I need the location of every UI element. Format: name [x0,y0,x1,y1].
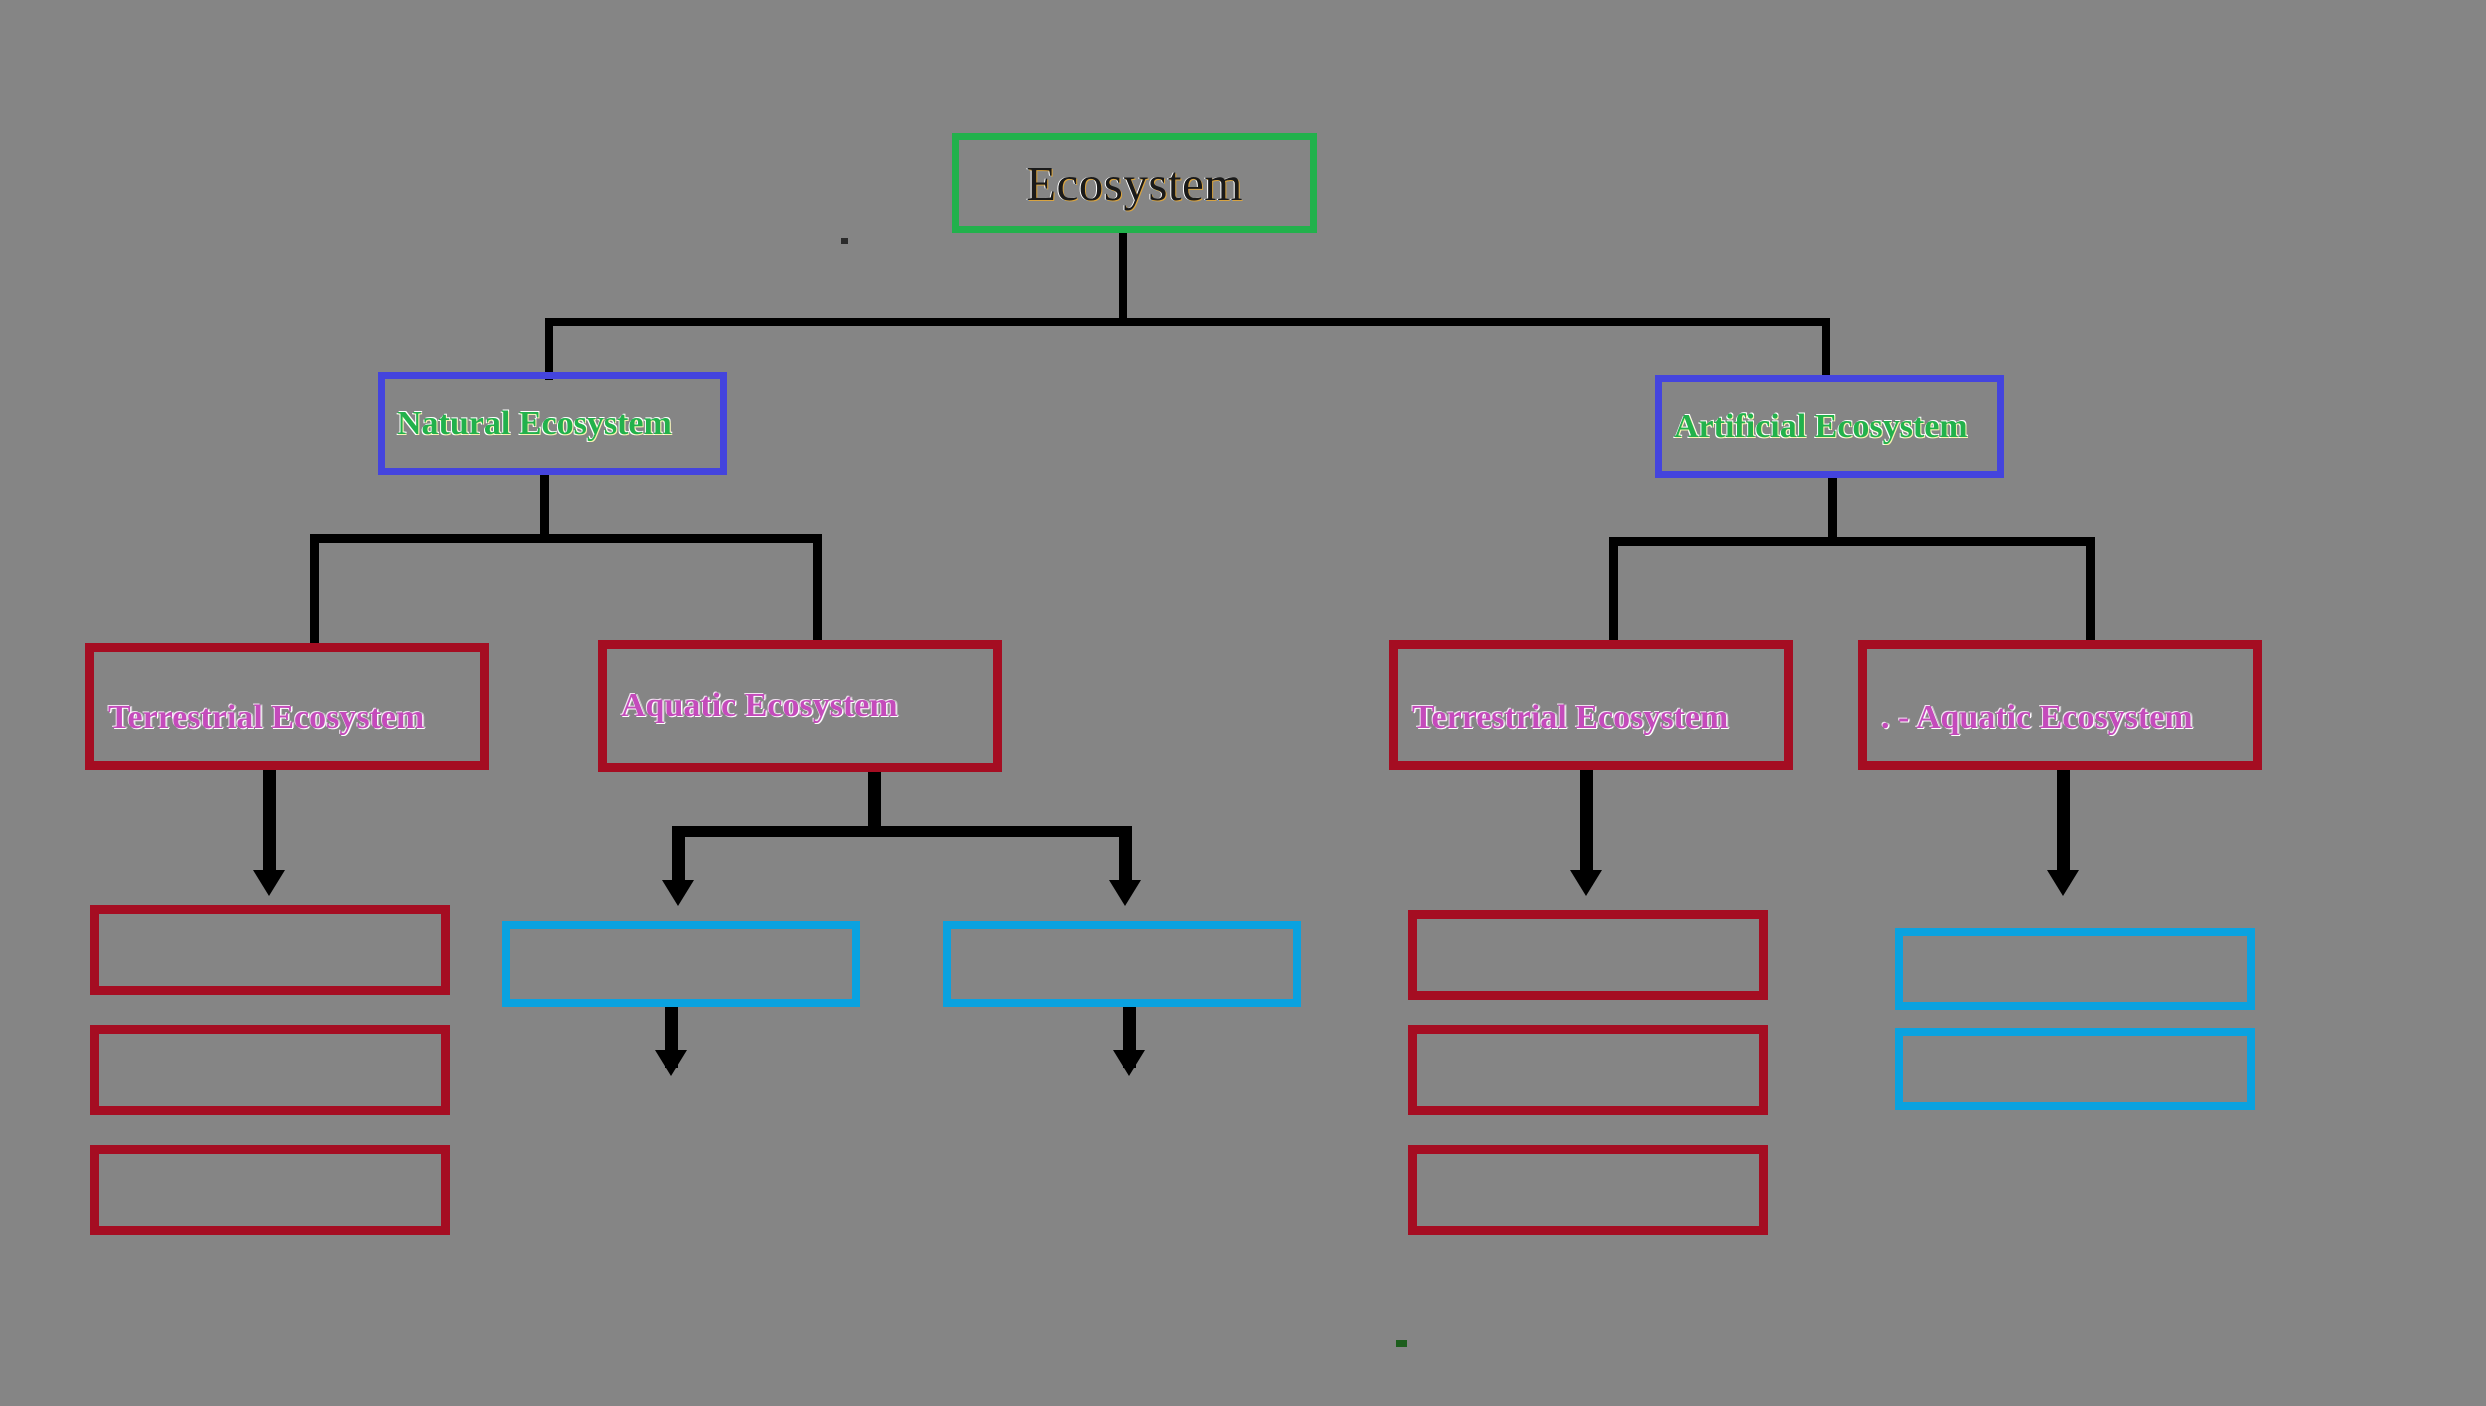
arrowhead-cyan-left-dangling [655,1050,687,1076]
connector-natural-to-aquatic [813,534,822,646]
node-artificial-aquatic-label: . - Aquatic Ecosystem [1881,699,2193,736]
connector-root-to-artificial [1822,318,1830,380]
node-natural-ecosystem[interactable]: Natural Ecosystem [378,372,727,475]
connector-artificial-to-aquatic [2086,537,2095,647]
node-natural-aquatic-label: Aquatic Ecosystem [621,687,898,724]
node-artificial-label: Artificial Ecosystem [1674,407,1968,445]
connector-artificial-to-terrestrial [1609,537,1618,647]
leaf-nat-aqua-2[interactable] [943,921,1301,1007]
node-natural-label: Natural Ecosystem [397,404,672,442]
connector-root-stem [1119,232,1127,322]
connector-artificial-stem [1828,478,1837,544]
connector-root-crossbar [545,318,1830,326]
connector-nat-aqua-stem [868,772,881,832]
leaf-nat-terr-1[interactable] [90,905,450,995]
connector-art-terr-to-leaf [1580,770,1593,885]
node-artificial-terrestrial-label: Terrestrial Ecosystem [1412,699,1729,736]
node-natural-aquatic[interactable]: Aquatic Ecosystem [598,640,1002,772]
node-artificial-ecosystem[interactable]: Artificial Ecosystem [1655,375,2004,478]
leaf-art-aqua-1[interactable] [1895,928,2255,1010]
node-root-ecosystem[interactable]: Ecosystem [952,133,1317,233]
connector-natural-stem [540,475,549,541]
leaf-art-terr-1[interactable] [1408,910,1768,1000]
leaf-nat-aqua-1[interactable] [502,921,860,1007]
node-root-label: Ecosystem [1026,155,1243,211]
leaf-nat-terr-2[interactable] [90,1025,450,1115]
connector-nat-terr-to-leaf [263,768,276,883]
arrowhead-nat-terr-leaf [253,870,285,896]
connector-art-aqua-to-leaf [2057,770,2070,885]
stray-mark-lower [1396,1340,1407,1347]
connector-natural-crossbar [310,534,822,543]
arrowhead-nat-aqua-left [662,880,694,906]
connector-root-to-natural [545,318,553,380]
leaf-nat-terr-3[interactable] [90,1145,450,1235]
arrowhead-cyan-right-dangling [1113,1050,1145,1076]
leaf-art-terr-2[interactable] [1408,1025,1768,1115]
node-artificial-aquatic[interactable]: . - Aquatic Ecosystem [1858,640,2262,770]
arrowhead-nat-aqua-right [1109,880,1141,906]
arrowhead-art-aqua-leaf [2047,870,2079,896]
node-natural-terrestrial[interactable]: Terrestrial Ecosystem [85,643,489,770]
stray-mark-upper [841,238,848,244]
connector-nat-aqua-crossbar [672,826,1132,837]
node-artificial-terrestrial[interactable]: Terrestrial Ecosystem [1389,640,1793,770]
connector-natural-to-terrestrial [310,534,319,646]
leaf-art-aqua-2[interactable] [1895,1028,2255,1110]
connector-nat-aqua-right-drop [1119,826,1132,891]
connector-artificial-crossbar [1609,537,2095,546]
arrowhead-art-terr-leaf [1570,870,1602,896]
node-natural-terrestrial-label: Terrestrial Ecosystem [108,699,425,736]
leaf-art-terr-3[interactable] [1408,1145,1768,1235]
connector-nat-aqua-left-drop [672,826,685,891]
